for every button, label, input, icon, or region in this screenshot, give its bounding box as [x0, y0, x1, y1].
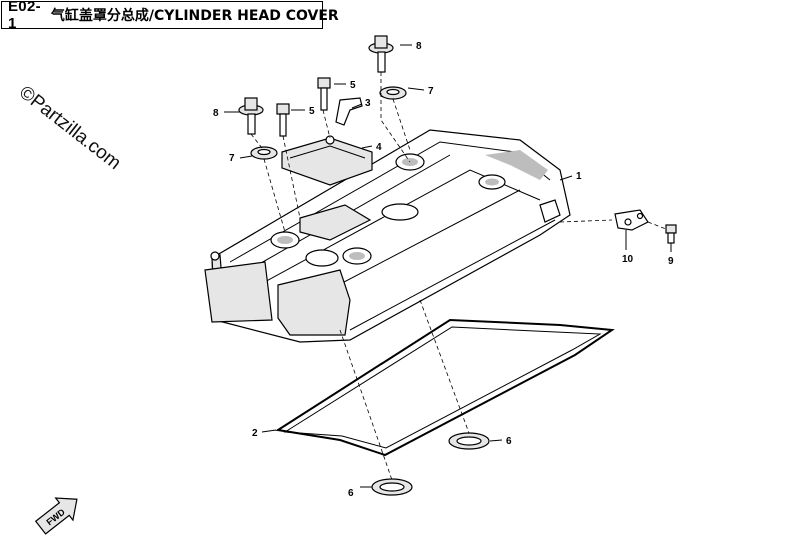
plug-seal-6b[interactable]	[371, 478, 413, 496]
cylinder-head-cover[interactable]	[204, 129, 571, 343]
flange-bolt-8a[interactable]	[368, 35, 394, 73]
seal-washer-7b[interactable]	[250, 146, 278, 160]
bracket[interactable]	[335, 97, 363, 126]
plug-seal-6a[interactable]	[448, 432, 490, 450]
callout-8-left: 8	[213, 108, 219, 119]
callout-6-right: 6	[506, 436, 512, 447]
callout-3: 3	[365, 98, 371, 109]
diagram-code: E02-1	[8, 0, 41, 32]
title-box: E02-1 气缸盖罩分总成/CYLINDER HEAD COVER	[1, 0, 339, 32]
callout-4: 4	[376, 142, 382, 153]
flange-bolt-8b[interactable]	[238, 97, 264, 135]
callout-5-left: 5	[309, 106, 315, 117]
callout-9: 9	[668, 256, 674, 267]
fwd-arrow-icon: FWD	[34, 497, 78, 535]
seal-washer-7a[interactable]	[379, 86, 407, 100]
bolt-5b[interactable]	[276, 103, 290, 137]
bolt-9[interactable]	[665, 224, 677, 244]
callout-7-top: 7	[428, 86, 434, 97]
cover-gasket[interactable]	[275, 318, 615, 457]
callout-6-bottom: 6	[348, 488, 354, 499]
diagram-title: 气缸盖罩分总成/CYLINDER HEAD COVER	[50, 8, 339, 24]
callout-1: 1	[576, 171, 582, 182]
callout-2: 2	[252, 428, 258, 439]
callout-5-top: 5	[350, 80, 356, 91]
bolt-5a[interactable]	[317, 77, 331, 111]
callout-10: 10	[622, 254, 634, 265]
callout-7-left: 7	[229, 153, 235, 164]
callout-8-top: 8	[416, 41, 422, 52]
bracket-10[interactable]	[614, 209, 649, 231]
